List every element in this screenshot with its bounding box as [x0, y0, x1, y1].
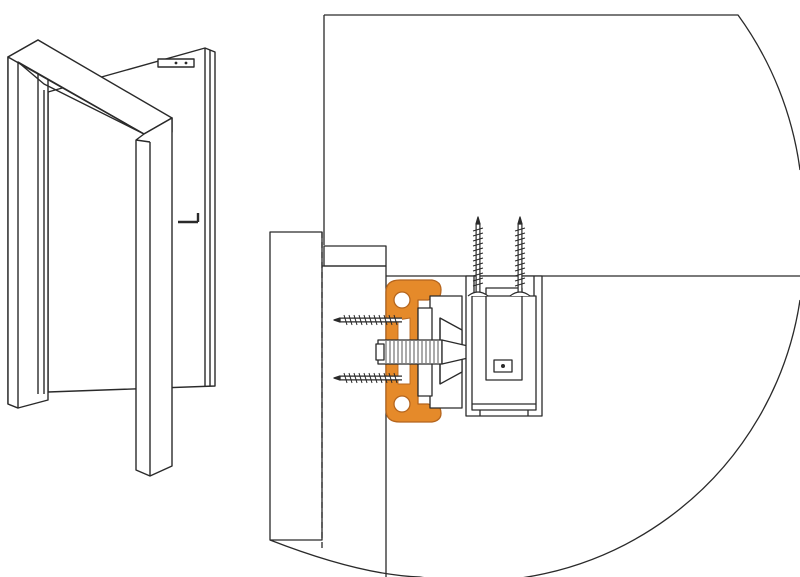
screws-horizontal	[333, 314, 402, 384]
bracket-hole-top	[393, 291, 411, 309]
closer-detail	[269, 14, 800, 577]
bracket-hole-bottom	[393, 395, 411, 413]
wood-screw-vertical	[509, 216, 531, 297]
door-frame	[7, 39, 173, 477]
magnifier-outline	[324, 14, 800, 171]
door-leaf	[47, 47, 216, 393]
door-overview	[7, 39, 216, 477]
wood-screw-vertical	[467, 216, 489, 297]
jamb-section	[269, 231, 387, 577]
guide-rail-channel	[465, 275, 543, 417]
wood-screw-horizontal	[333, 314, 402, 326]
wood-screw-horizontal	[333, 372, 402, 384]
door-handle-icon	[178, 213, 200, 224]
center-bolt	[375, 339, 469, 365]
screws-vertical	[467, 216, 531, 297]
